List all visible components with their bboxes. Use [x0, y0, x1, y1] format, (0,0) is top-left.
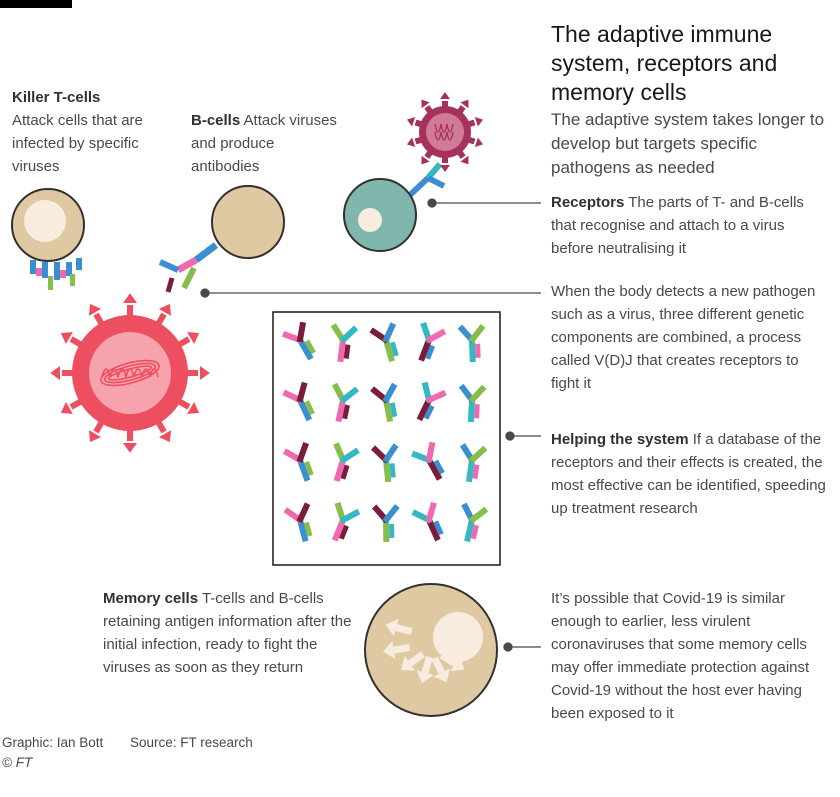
- memory-cell-icon: [364, 583, 498, 717]
- receptor-grid-icon: [272, 311, 501, 566]
- killer-cells-text: Attack cells that are infected by specif…: [12, 112, 143, 175]
- footer-copyright: © FT: [2, 755, 33, 770]
- receptors-heading: Receptors: [551, 194, 625, 211]
- killer-cells-label: Killer T-cells Attack cells that are inf…: [12, 86, 152, 178]
- helping-text: If a database of the receptors and their…: [551, 431, 826, 517]
- b-cells-heading: B-cells: [191, 112, 241, 129]
- page-subtitle: The adaptive system takes longer to deve…: [551, 110, 825, 177]
- covid-label: It’s possible that Covid-19 is similar e…: [551, 587, 823, 725]
- receptors-label: Receptors The parts of T- and B-cells th…: [551, 191, 826, 260]
- receptors-text: The parts of T- and B-cells that recogni…: [551, 194, 804, 257]
- memory-heading: Memory cells: [103, 590, 199, 607]
- helping-heading: Helping the system: [551, 431, 689, 448]
- red-virus-icon: [50, 293, 210, 453]
- b-cell-icon: [158, 185, 285, 293]
- b-cells-text: Attack viruses and produce antibodies: [191, 112, 337, 175]
- memory-label: Memory cells T-cells and B-cells retaini…: [103, 587, 363, 679]
- helping-label: Helping the system If a database of the …: [551, 428, 826, 520]
- leader-lines: [200, 198, 541, 652]
- crimson-virus-icon: [406, 92, 484, 172]
- brand-bar: [0, 0, 72, 8]
- vdj-text: When the body detects a new pathogen suc…: [551, 283, 816, 392]
- killer-cells-heading: Killer T-cells: [12, 89, 101, 106]
- footer-graphic: Graphic: Ian Bott: [2, 735, 104, 750]
- infected-cell-icon: [343, 162, 446, 252]
- b-cells-label: B-cells Attack viruses and produce antib…: [191, 109, 341, 178]
- footer-source: Source: FT research: [130, 735, 253, 750]
- page-title: The adaptive immune system, receptors an…: [551, 21, 778, 105]
- memory-text: T-cells and B-cells retaining antigen in…: [103, 590, 352, 676]
- vdj-label: When the body detects a new pathogen suc…: [551, 280, 821, 395]
- t-cell-icon: [11, 188, 85, 290]
- covid-text: It’s possible that Covid-19 is similar e…: [551, 590, 810, 722]
